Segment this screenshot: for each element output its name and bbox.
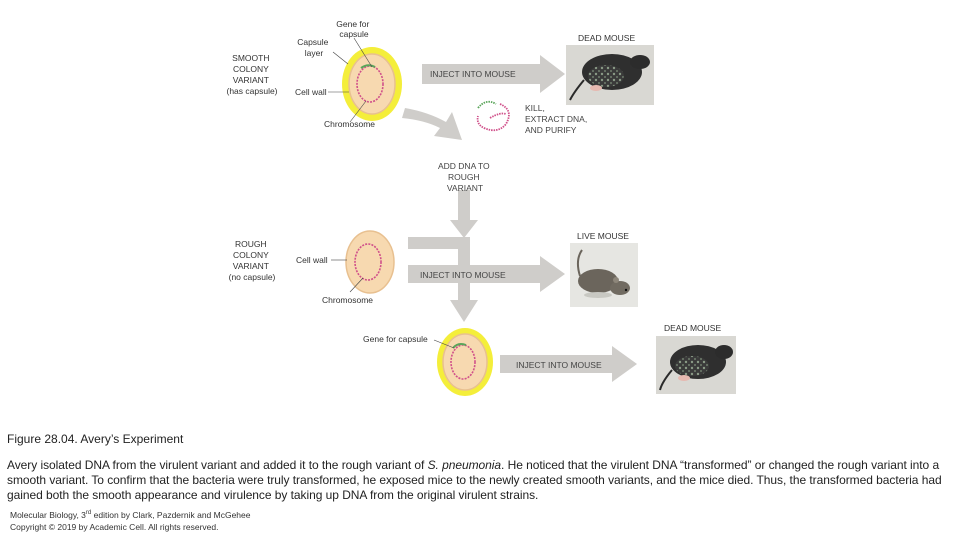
kill-extract-label: KILL, EXTRACT DNA, AND PURIFY <box>525 103 590 135</box>
transformed-gene-leader <box>433 339 455 349</box>
inject-arrow-2 <box>408 256 565 292</box>
inject-arrow-1 <box>422 55 565 93</box>
transformed-cell <box>437 328 493 396</box>
rough-variant-label: ROUGH COLONY VARIANT (no capsule) <box>229 239 276 282</box>
rough-cell <box>345 230 395 294</box>
bracket-arrow <box>408 237 478 322</box>
rough-leader-lines <box>331 259 364 293</box>
rough-cell-wall-label: Cell wall <box>296 255 328 265</box>
inject-label-2: INJECT INTO MOUSE <box>420 270 506 280</box>
credits: Molecular Biology, 3rd edition by Clark,… <box>10 507 251 533</box>
dead-mouse-photo-2 <box>656 336 736 394</box>
credits-edition-sup: rd <box>85 510 92 516</box>
caption-body: Avery isolated DNA from the virulent var… <box>7 458 955 503</box>
extracted-dna <box>476 100 510 132</box>
smooth-leader-lines <box>328 37 373 123</box>
avery-experiment-figure: SMOOTH COLONY VARIANT (has capsule) Gene… <box>226 19 736 396</box>
figure-caption: Figure 28.04. Avery’s Experiment Avery i… <box>7 432 955 503</box>
capsule-layer-label: Capsule layer <box>297 37 331 58</box>
inject-label-3: INJECT INTO MOUSE <box>516 360 602 370</box>
live-mouse-photo <box>570 243 638 307</box>
dead-mouse-label-2: DEAD MOUSE <box>664 323 721 333</box>
rough-chromosome-label: Chromosome <box>322 295 373 305</box>
add-dna-arrow <box>450 190 478 238</box>
credits-authors: edition by Clark, Pazdernik and McGehee <box>91 509 251 520</box>
smooth-variant-label: SMOOTH COLONY VARIANT (has capsule) <box>226 53 277 96</box>
credits-line-2: Copyright © 2019 by Academic Cell. All r… <box>10 521 219 532</box>
live-mouse-label: LIVE MOUSE <box>577 231 629 241</box>
smooth-cell-wall-label: Cell wall <box>295 87 327 97</box>
caption-body-start: Avery isolated DNA from the virulent var… <box>7 458 428 472</box>
arrows <box>402 55 637 382</box>
gene-for-capsule-label: Gene for capsule <box>336 19 371 39</box>
dead-mouse-photo-1 <box>566 45 654 105</box>
inject-arrow-3 <box>500 346 637 382</box>
smooth-cell <box>342 47 402 121</box>
inject-label-1: INJECT INTO MOUSE <box>430 69 516 79</box>
dead-mouse-label-1: DEAD MOUSE <box>578 33 635 43</box>
transformed-gene-label: Gene for capsule <box>363 334 428 344</box>
credits-book: Molecular Biology, 3 <box>10 509 86 520</box>
caption-body-end: . He noticed that the virulent DNA “tran… <box>7 458 942 502</box>
smooth-chromosome-label: Chromosome <box>324 119 375 129</box>
caption-species: S. pneumonia <box>427 458 502 472</box>
curved-arrow-to-dna <box>402 108 462 140</box>
credits-line-1: Molecular Biology, 3rd edition by Clark,… <box>10 507 251 521</box>
add-dna-label: ADD DNA TO ROUGH VARIANT <box>438 161 492 193</box>
caption-title: Figure 28.04. Avery’s Experiment <box>7 432 184 446</box>
